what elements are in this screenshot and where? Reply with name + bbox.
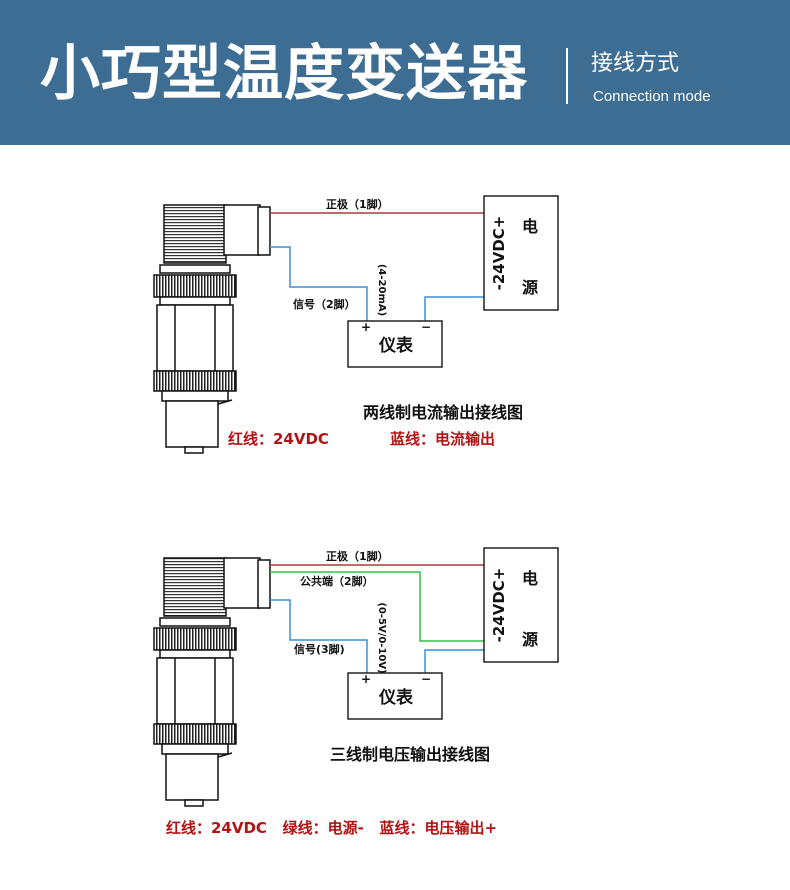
positive-label-1: 正极（1脚） <box>326 197 389 211</box>
power-voltage-label-2: -24VDC+ <box>490 568 508 643</box>
meter-label-2: 仪表 <box>378 687 414 708</box>
legend-blue-1: 蓝线：电流输出 <box>390 430 495 448</box>
power-char-2a: 电 <box>522 569 538 588</box>
wire-blue-power-1 <box>424 296 484 321</box>
meter-plus-2: + <box>361 672 371 686</box>
meter-label-1: 仪表 <box>378 335 414 356</box>
power-box-1 <box>483 195 559 311</box>
common-label-2: 公共端（2脚） <box>300 574 374 588</box>
header-banner: 小巧型温度变送器 接线方式 Connection mode <box>0 0 790 145</box>
sensor-device-1 <box>153 204 271 454</box>
range-label-1: (4-20mA) <box>376 264 387 316</box>
caption-2: 三线制电压输出接线图 <box>330 745 490 764</box>
power-char-1a: 电 <box>522 217 538 236</box>
meter-plus-1: + <box>361 320 371 334</box>
meter-box-1 <box>347 320 443 368</box>
power-voltage-label-1: -24VDC+ <box>490 216 508 291</box>
meter-minus-1: − <box>421 320 431 334</box>
legend-2: 红线：24VDC 绿线：电源- 蓝线：电压输出+ <box>166 819 497 837</box>
wire-blue-signal-1 <box>270 246 368 321</box>
power-box-2 <box>483 547 559 663</box>
signal-label-2: 信号(3脚) <box>294 642 345 656</box>
positive-label-2: 正极（1脚） <box>326 549 389 563</box>
page-title: 小巧型温度变送器 <box>40 39 528 109</box>
wire-blue-signal-2 <box>270 599 368 673</box>
sensor-device-2 <box>153 557 271 807</box>
power-char-1b: 源 <box>522 278 538 297</box>
header-subtitle-en: Connection mode <box>593 88 711 105</box>
range-label-2: (0-5V/0-10V) <box>376 602 387 673</box>
header-subtitle-cn: 接线方式 <box>591 51 680 76</box>
diagram-three-wire: -24VDC+ 电 源 仪表 + − 正极（1脚） 公共端（2脚） 信号(3脚)… <box>153 547 559 837</box>
wire-green-2 <box>270 571 484 642</box>
wire-blue-power-2 <box>424 649 484 673</box>
legend-red-1: 红线：24VDC <box>228 430 329 448</box>
meter-minus-2: − <box>421 672 431 686</box>
diagram-two-wire: -24VDC+ 电 源 仪表 + − 正极（1脚） 信号（2脚） (4-20mA… <box>153 195 559 454</box>
meter-box-2 <box>347 672 443 720</box>
header-divider <box>566 48 568 104</box>
signal-label-1: 信号（2脚） <box>293 297 356 311</box>
power-char-2b: 源 <box>522 630 538 649</box>
caption-1: 两线制电流输出接线图 <box>363 403 523 422</box>
